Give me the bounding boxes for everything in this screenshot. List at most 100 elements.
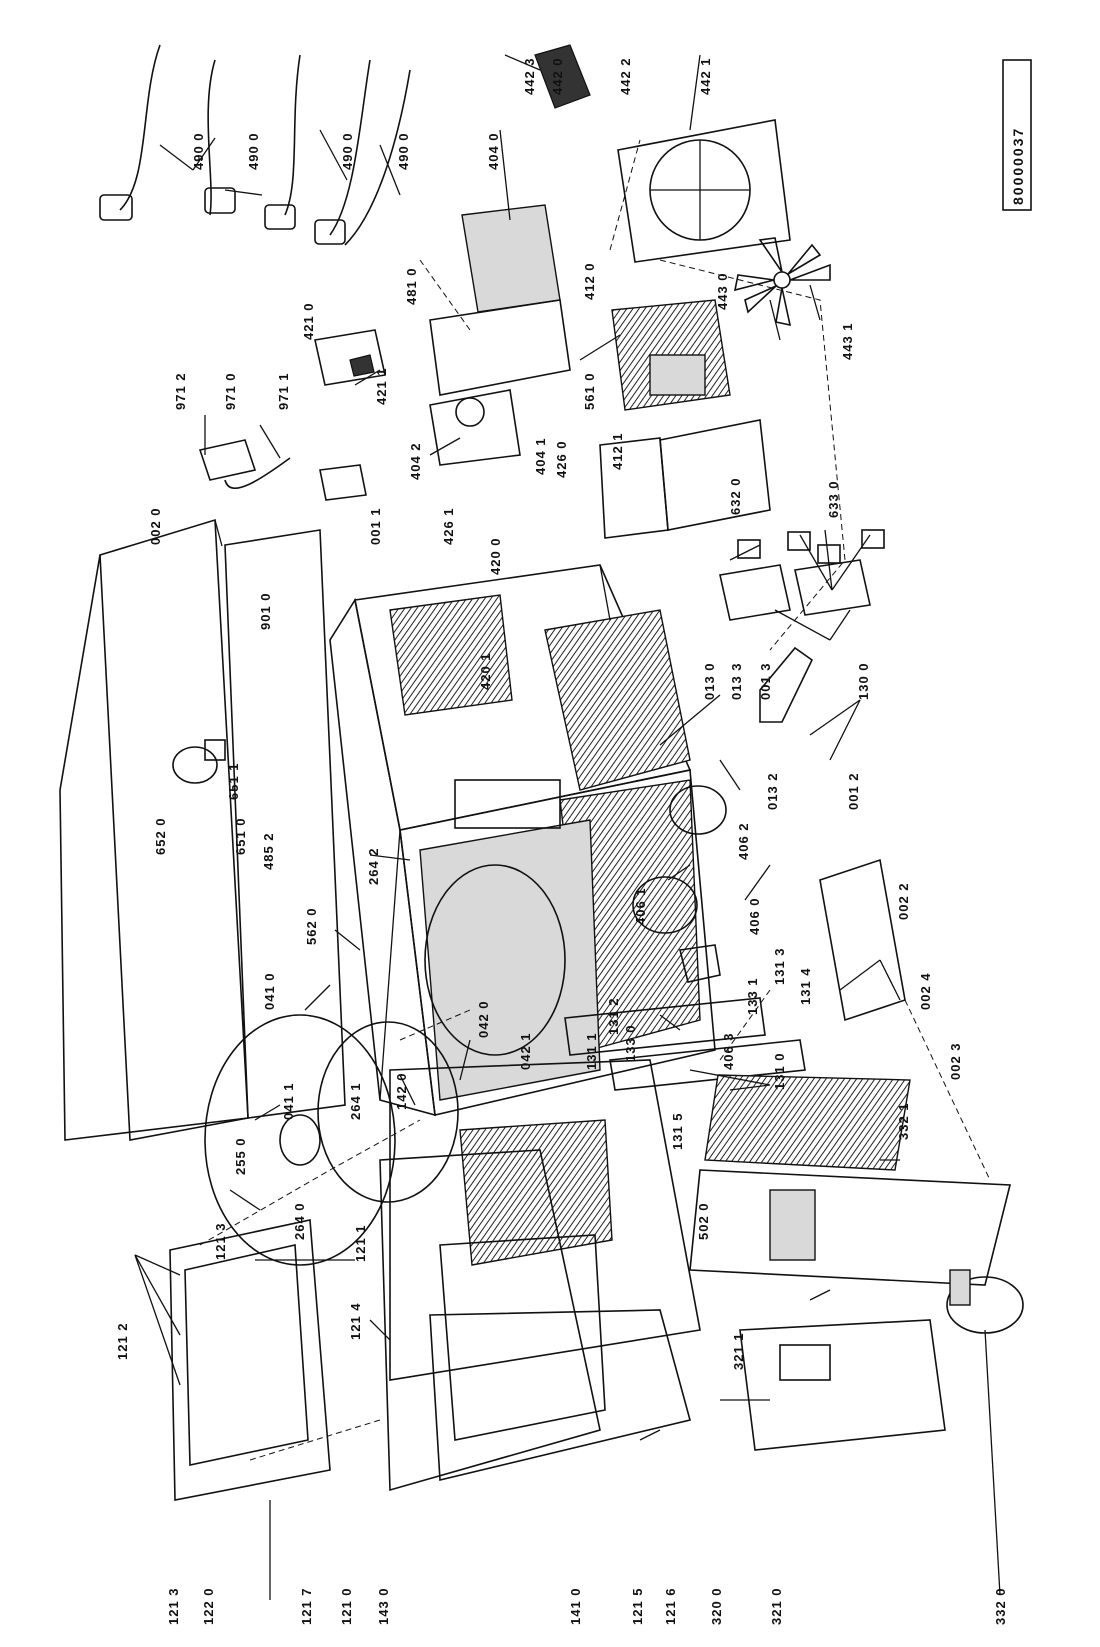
control-knob-drawing xyxy=(946,1269,1024,1334)
part-labels: 442 3 442 0 442 2 442 1 404 0 412 0 443 … xyxy=(115,57,1008,1625)
interlock-switches-drawing xyxy=(719,529,885,621)
part-label: 013 0 xyxy=(702,662,717,700)
part-label: 442 2 xyxy=(618,57,633,95)
part-label: 443 1 xyxy=(840,322,855,360)
part-label: 485 2 xyxy=(261,832,276,870)
part-label: 013 2 xyxy=(765,772,780,810)
part-label: 442 1 xyxy=(698,57,713,95)
part-label: 131 5 xyxy=(670,1112,685,1150)
part-label: 320 0 xyxy=(709,1587,724,1625)
lamp-assembly-drawing xyxy=(172,739,226,784)
part-label: 651 1 xyxy=(226,762,241,800)
part-label: 131 1 xyxy=(584,1032,599,1070)
part-label: 332 1 xyxy=(896,1102,911,1140)
part-label: 121 4 xyxy=(348,1302,363,1340)
part-label: 264 2 xyxy=(366,847,381,885)
part-label: 131 0 xyxy=(772,1052,787,1090)
part-label: 131 2 xyxy=(606,997,621,1035)
thermal-switch-drawing xyxy=(314,329,386,386)
part-label: 042 1 xyxy=(518,1032,533,1070)
fan-blade-drawing xyxy=(733,237,831,327)
part-label: 002 4 xyxy=(918,972,933,1010)
control-panel-drawing xyxy=(689,1169,1012,1286)
part-label: 426 0 xyxy=(554,440,569,478)
part-label: 121 2 xyxy=(115,1322,130,1360)
part-label: 001 2 xyxy=(846,772,861,810)
part-label: 121 7 xyxy=(299,1587,314,1625)
part-label: 490 0 xyxy=(396,132,411,170)
part-label: 406 3 xyxy=(721,1032,736,1070)
door-cover-drawing xyxy=(739,1319,946,1451)
part-label: 412 1 xyxy=(610,432,625,470)
part-label: 406 0 xyxy=(747,897,762,935)
part-label: 633 0 xyxy=(826,480,841,518)
part-label: 264 0 xyxy=(292,1202,307,1240)
part-label: 971 2 xyxy=(173,372,188,410)
transformer-drawing xyxy=(611,299,731,411)
part-label: 121 3 xyxy=(213,1222,228,1260)
part-label: 490 0 xyxy=(191,132,206,170)
part-label: 121 0 xyxy=(339,1587,354,1625)
part-label: 901 0 xyxy=(258,592,273,630)
latch-assembly-drawing xyxy=(564,997,806,1091)
part-label: 255 0 xyxy=(233,1137,248,1175)
part-label: 632 0 xyxy=(728,477,743,515)
part-label: 561 0 xyxy=(582,372,597,410)
part-label: 502 0 xyxy=(696,1202,711,1240)
part-label: 142 0 xyxy=(394,1072,409,1110)
part-label: 421 1 xyxy=(374,367,389,405)
part-label: 420 0 xyxy=(488,537,503,575)
part-label: 442 0 xyxy=(550,57,565,95)
main-chassis-drawing xyxy=(329,564,716,1117)
part-label: 002 2 xyxy=(896,882,911,920)
turntable-drawing xyxy=(204,1014,459,1266)
part-label: 404 1 xyxy=(533,437,548,475)
part-label: 421 0 xyxy=(301,302,316,340)
fan-housing-drawing xyxy=(504,44,791,263)
part-label: 971 1 xyxy=(276,372,291,410)
part-label: 002 0 xyxy=(148,507,163,545)
part-label: 412 0 xyxy=(582,262,597,300)
part-label: 133 1 xyxy=(745,977,760,1015)
part-label: 406 1 xyxy=(633,887,648,925)
part-label: 490 0 xyxy=(246,132,261,170)
part-label: 404 0 xyxy=(486,132,501,170)
part-label: 490 0 xyxy=(340,132,355,170)
fuse-holder-drawing xyxy=(198,439,291,490)
door-frame-drawing xyxy=(379,1059,701,1492)
control-board-drawing xyxy=(704,1074,911,1171)
part-label: 041 0 xyxy=(262,972,277,1010)
reference-number: 80000037 xyxy=(1010,127,1026,205)
part-label: 121 3 xyxy=(166,1587,181,1625)
choke-door-drawing xyxy=(169,1219,331,1501)
part-label: 121 6 xyxy=(663,1587,678,1625)
part-label: 041 1 xyxy=(281,1082,296,1120)
part-label: 141 0 xyxy=(568,1587,583,1625)
mounting-bracket-drawing xyxy=(759,646,814,723)
part-label: 404 2 xyxy=(408,442,423,480)
part-label: 121 5 xyxy=(630,1587,645,1625)
magnetron-drawing xyxy=(429,204,571,466)
base-plate-drawing xyxy=(819,858,906,1022)
part-label: 420 1 xyxy=(478,652,493,690)
part-label: 264 1 xyxy=(348,1082,363,1120)
part-label: 143 0 xyxy=(376,1587,391,1625)
part-label: 562 0 xyxy=(304,907,319,945)
part-label: 406 2 xyxy=(736,822,751,860)
power-cords-drawing xyxy=(99,44,411,246)
part-label: 002 3 xyxy=(948,1042,963,1080)
leader-lines xyxy=(134,54,1001,1600)
part-label: 131 3 xyxy=(772,947,787,985)
part-label: 332 0 xyxy=(993,1587,1008,1625)
part-label: 001 1 xyxy=(368,507,383,545)
part-label: 122 0 xyxy=(201,1587,216,1625)
part-label: 042 0 xyxy=(476,1000,491,1038)
part-label: 321 1 xyxy=(731,1332,746,1370)
part-label: 971 0 xyxy=(223,372,238,410)
stirrer-cover-drawing xyxy=(632,785,727,983)
part-label: 131 4 xyxy=(798,967,813,1005)
part-label: 652 0 xyxy=(153,817,168,855)
part-label: 013 3 xyxy=(729,662,744,700)
part-label: 442 3 xyxy=(522,57,537,95)
